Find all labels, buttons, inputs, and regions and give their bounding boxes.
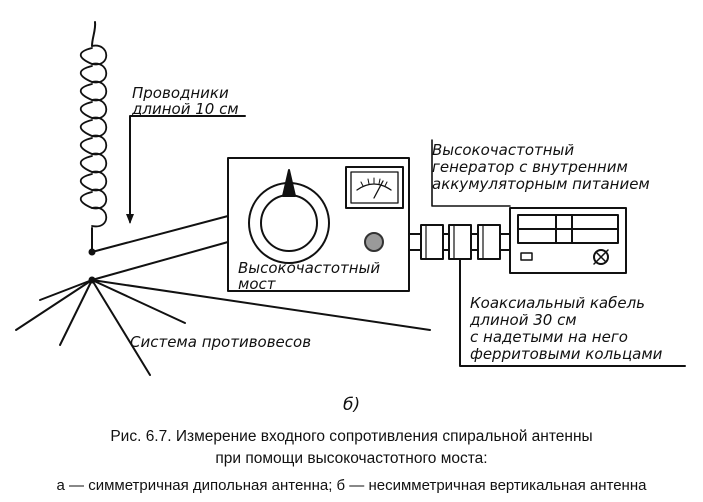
helix-coil-back <box>79 191 93 209</box>
feed-line-upper <box>91 215 229 253</box>
generator-knob <box>593 249 609 265</box>
counterpoise-label: Система противовесов <box>130 333 311 351</box>
helix-coil-back <box>79 155 93 173</box>
helix-coil-back <box>79 83 93 101</box>
conductors-label: Проводники длиной 10 см <box>131 84 239 118</box>
subfigure-label: б) <box>343 395 360 415</box>
helix-coil-back <box>79 119 93 137</box>
dial-knob-pointer <box>282 169 296 197</box>
feed-line-lower <box>91 241 229 281</box>
cable-label: Коаксиальный кабель длиной 30 см с надет… <box>469 294 663 363</box>
bridge-label: Высокочастотный мост <box>238 259 385 293</box>
helix-coil-back <box>79 65 93 83</box>
bridge-meter <box>345 166 404 209</box>
bridge-knob <box>364 232 384 252</box>
generator-label: Высокочастотный генератор с внутренним а… <box>432 141 650 193</box>
helix-coil-back <box>79 173 93 191</box>
hf-generator-box <box>509 207 627 274</box>
hf-bridge-box <box>227 157 410 292</box>
figure-caption-line1: Рис. 6.7. Измерение входного сопротивлен… <box>110 428 593 445</box>
helix-coils <box>91 44 108 228</box>
figure-caption-line2: при помощи высокочастотного моста: <box>215 450 488 467</box>
counterpoise-radials <box>15 276 431 376</box>
helix-coil-back <box>79 101 93 119</box>
helix-coil-back <box>79 47 93 65</box>
conductors-pointer <box>129 115 246 223</box>
helix-coil-back <box>79 137 93 155</box>
cable-pointer <box>459 259 686 367</box>
generator-pointer <box>431 139 511 207</box>
helical-antenna <box>79 21 108 256</box>
coax-cable <box>408 224 511 260</box>
figure-caption-line3: а — симметричная дипольная антенна; б — … <box>56 477 647 494</box>
